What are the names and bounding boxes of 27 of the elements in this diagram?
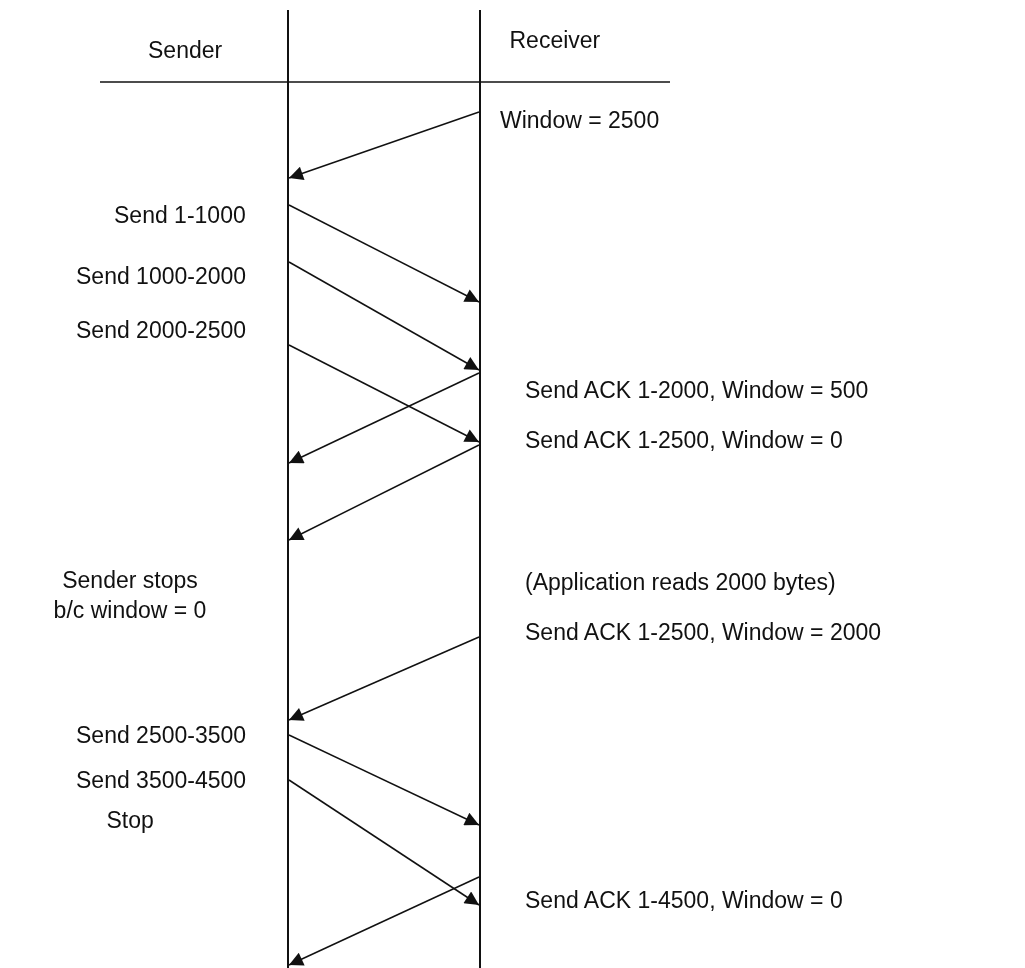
ack-label: Send ACK 1-2500, Window = 2000 (525, 618, 882, 647)
arrow (288, 734, 480, 826)
arrow (288, 111, 480, 180)
send-label: Send 3500-4500 (76, 766, 247, 795)
arrow (288, 204, 480, 303)
lifeline (479, 10, 481, 968)
window-note: Window = 2500 (500, 106, 660, 135)
note-text: Sender stops b/c window = 0 (52, 566, 208, 625)
column-heading: Sender (148, 36, 223, 65)
note-text: (Application reads 2000 bytes) (525, 568, 836, 597)
stop-label: Stop (106, 806, 154, 835)
send-label: Send 1-1000 (114, 201, 246, 230)
arrow (288, 636, 480, 721)
ack-label: Send ACK 1-4500, Window = 0 (525, 886, 843, 915)
column-heading: Receiver (509, 26, 601, 55)
arrow (288, 779, 480, 906)
ack-label: Send ACK 1-2500, Window = 0 (525, 426, 843, 455)
arrow (288, 344, 480, 443)
send-label: Send 2000-2500 (76, 316, 247, 345)
arrow (288, 444, 480, 541)
lifeline (287, 10, 289, 968)
send-label: Send 2500-3500 (76, 721, 247, 750)
arrow (288, 372, 480, 464)
ack-label: Send ACK 1-2000, Window = 500 (525, 376, 869, 405)
send-label: Send 1000-2000 (76, 262, 247, 291)
arrow (288, 261, 480, 371)
arrow (288, 876, 480, 966)
